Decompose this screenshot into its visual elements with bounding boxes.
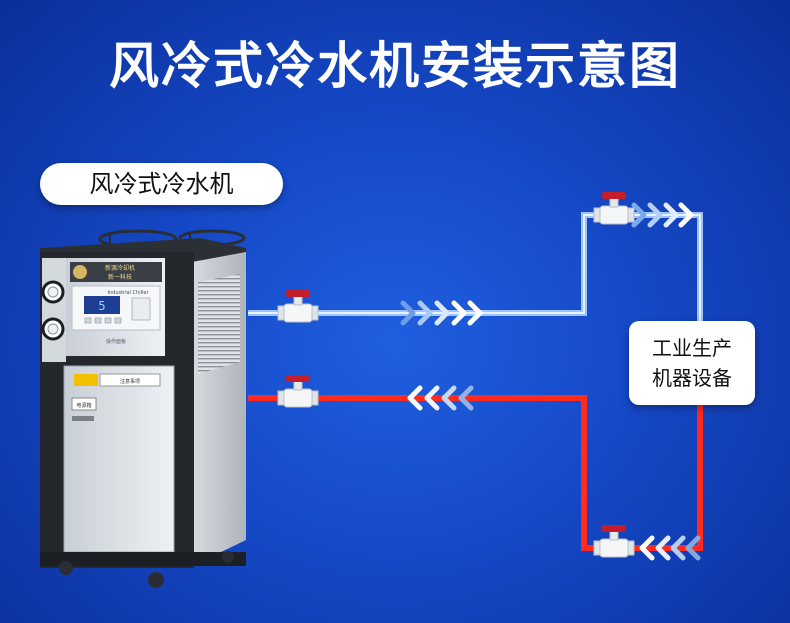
side-label: 电源箱: [76, 402, 91, 409]
equipment-label: 工业生产 机器设备: [629, 321, 755, 405]
return-bottom-flow-arrows: [639, 535, 701, 561]
temperature-display: 5: [84, 296, 120, 314]
return-valve: [277, 375, 319, 408]
return-flow-arrows: [407, 385, 474, 411]
equipment-label-line2: 机器设备: [652, 366, 732, 390]
panel-caption: 操作面板: [106, 338, 126, 345]
model-text: Industrial Chiller: [108, 290, 150, 296]
pressure-gauge-icon: [41, 280, 65, 304]
brand-logo-icon: [73, 265, 87, 279]
return-bottom-valve: [593, 525, 635, 558]
supply-top-valve: [593, 192, 635, 225]
chiller-unit: 新源冷却机 新一科技 Industrial Chiller 5 操作面板 注意事…: [40, 229, 246, 588]
return-pipe: [248, 395, 703, 551]
warning-text: 注意事项: [120, 378, 140, 385]
caster-wheel-icon: [59, 551, 234, 588]
equipment-label-line1: 工业生产: [652, 336, 732, 360]
supply-valve: [277, 290, 319, 323]
supply-flow-arrows: [400, 300, 483, 326]
warning-label-icon: [74, 373, 161, 387]
brand-sub-text: 新一科技: [108, 273, 132, 281]
temperature-gauge-icon: [41, 317, 65, 341]
brand-text: 新源冷却机: [105, 264, 135, 272]
chiller-label: 风冷式冷水机: [40, 163, 283, 205]
control-button-icons: [84, 297, 151, 324]
diagram-title: 风冷式冷水机安装示意图: [109, 37, 681, 95]
supply-top-flow-arrows: [631, 202, 694, 228]
supply-pipe: [248, 212, 703, 321]
display-value: 5: [98, 299, 105, 313]
